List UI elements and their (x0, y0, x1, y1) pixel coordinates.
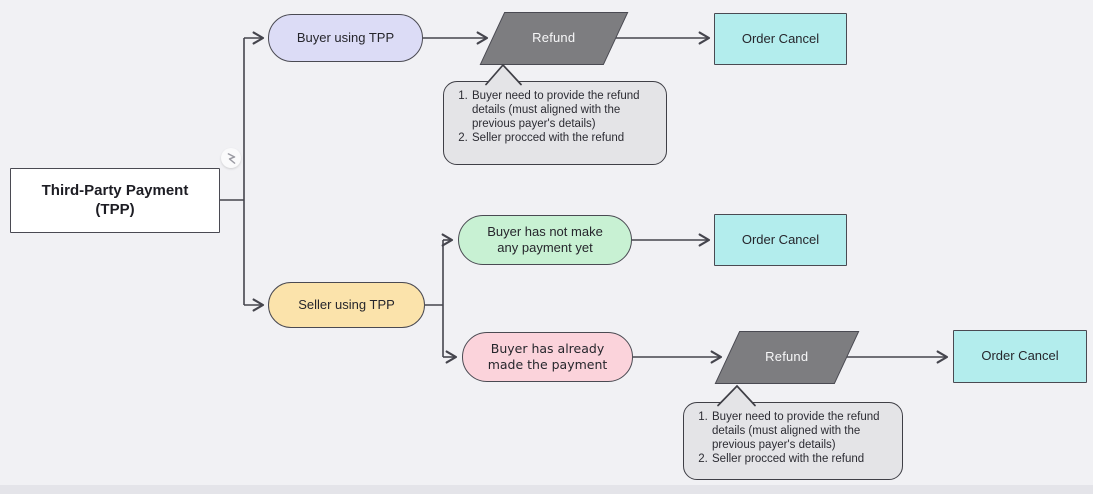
note-list: Buyer need to provide the refund details… (690, 410, 894, 466)
lightning-icon (227, 152, 235, 164)
note-item: Buyer need to provide the refund details… (711, 410, 894, 452)
node-refund-top[interactable]: Refund (479, 12, 629, 65)
node-third-party-payment[interactable]: Third-Party Payment (TPP) (10, 168, 220, 233)
node-label: Refund (532, 30, 576, 46)
node-label: Buyer using TPP (296, 29, 395, 45)
note-list: Buyer need to provide the refund details… (450, 89, 658, 145)
node-refund-bottom[interactable]: Refund (714, 331, 860, 384)
node-buyer-using-tpp[interactable]: Buyer using TPP (268, 14, 423, 62)
note-item: Buyer need to provide the refund details… (471, 89, 658, 131)
node-label: Order Cancel (981, 348, 1059, 364)
node-label: Order Cancel (741, 30, 820, 46)
node-order-cancel-mid[interactable]: Order Cancel (714, 214, 847, 266)
note-refund-steps-top[interactable]: Buyer need to provide the refund details… (443, 81, 667, 165)
node-buyer-no-payment[interactable]: Buyer has not make any payment yet (458, 215, 632, 265)
node-order-cancel-bottom[interactable]: Order Cancel (953, 330, 1087, 383)
node-order-cancel-top[interactable]: Order Cancel (714, 13, 847, 65)
node-label: Buyer has already made the payment (487, 341, 608, 372)
note-item: Seller procced with the refund (471, 131, 658, 145)
note-refund-steps-bottom[interactable]: Buyer need to provide the refund details… (683, 402, 903, 480)
node-label: Buyer has not make any payment yet (487, 223, 603, 255)
node-label: Seller using TPP (298, 296, 395, 312)
node-buyer-already-paid[interactable]: Buyer has already made the payment (462, 332, 633, 382)
node-label: Third-Party Payment (TPP) (41, 181, 189, 218)
node-label: Refund (765, 349, 809, 365)
canvas-bottom-edge (0, 485, 1093, 494)
node-label: Order Cancel (741, 231, 820, 247)
lightning-handle-button[interactable] (221, 148, 241, 168)
node-seller-using-tpp[interactable]: Seller using TPP (268, 282, 425, 328)
note-item: Seller procced with the refund (711, 452, 894, 466)
